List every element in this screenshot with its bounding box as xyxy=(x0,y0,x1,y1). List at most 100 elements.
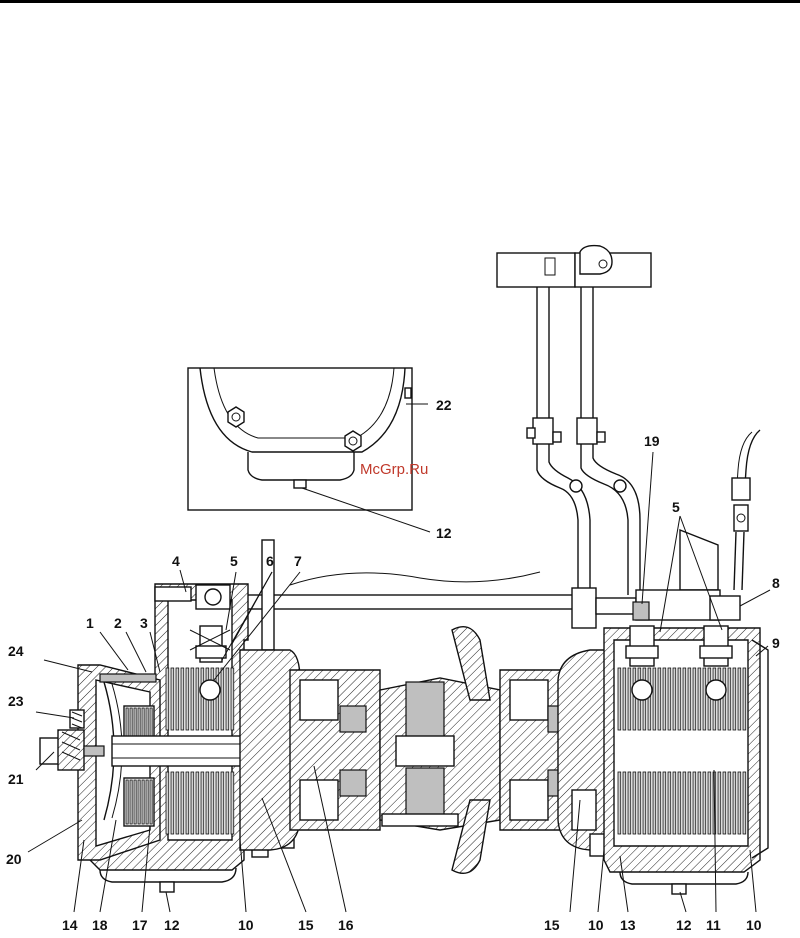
callout-17: 17 xyxy=(132,917,148,933)
differential xyxy=(239,626,613,874)
friction-plate xyxy=(707,771,712,835)
friction-plate xyxy=(129,707,133,739)
callout-8: 8 xyxy=(772,575,780,591)
friction-plate xyxy=(617,667,622,731)
callout-19: 19 xyxy=(644,433,660,449)
friction-plate xyxy=(632,771,637,835)
callout-5a: 5 xyxy=(230,553,238,569)
friction-plate xyxy=(165,667,170,731)
friction-plate xyxy=(702,771,707,835)
callout-1: 1 xyxy=(86,615,94,631)
callout-10a: 10 xyxy=(238,917,254,933)
friction-plate xyxy=(137,707,141,739)
friction-plate xyxy=(133,779,137,825)
friction-plate xyxy=(190,771,195,835)
friction-plate xyxy=(180,771,185,835)
friction-plate xyxy=(672,667,677,731)
friction-plate xyxy=(657,667,662,731)
callout-15a: 15 xyxy=(298,917,314,933)
spring-23 xyxy=(69,709,85,729)
friction-plate xyxy=(180,667,185,731)
callout-20: 20 xyxy=(6,851,22,867)
bolt-head-right xyxy=(344,430,362,452)
friction-plate xyxy=(220,771,225,835)
friction-plate xyxy=(692,667,697,731)
friction-plate xyxy=(687,667,692,731)
friction-plate xyxy=(732,771,737,835)
callout-16: 16 xyxy=(338,917,354,933)
callout-9: 9 xyxy=(772,635,780,651)
friction-plate xyxy=(662,667,667,731)
adjuster-19 xyxy=(632,601,650,621)
top-border xyxy=(0,0,800,3)
friction-plate xyxy=(195,771,200,835)
callout-labels: 1 2 3 4 5 5 6 7 8 9 10 10 10 11 12 12 12… xyxy=(6,397,780,933)
friction-plate xyxy=(672,771,677,835)
friction-plate xyxy=(687,771,692,835)
callout-7: 7 xyxy=(294,553,302,569)
leader-lines xyxy=(27,403,771,913)
friction-plate xyxy=(141,779,145,825)
friction-plate xyxy=(137,779,141,825)
friction-plate xyxy=(185,771,190,835)
ball-right-1 xyxy=(631,679,653,701)
callout-10c: 10 xyxy=(746,917,762,933)
friction-plate xyxy=(190,667,195,731)
callout-14: 14 xyxy=(62,917,78,933)
friction-plate xyxy=(125,779,129,825)
friction-plate xyxy=(652,771,657,835)
friction-plate xyxy=(627,771,632,835)
left-housing xyxy=(39,583,295,893)
callout-2: 2 xyxy=(114,615,122,631)
friction-plate xyxy=(677,667,682,731)
friction-plate xyxy=(677,771,682,835)
friction-plate xyxy=(225,667,230,731)
callout-5b: 5 xyxy=(672,499,680,515)
friction-plate xyxy=(617,771,622,835)
friction-plate xyxy=(742,771,747,835)
cross-shaft xyxy=(231,539,741,651)
inner-disc-pack-left xyxy=(123,705,155,827)
friction-plate xyxy=(727,667,732,731)
friction-plate xyxy=(732,667,737,731)
callout-12c: 12 xyxy=(676,917,692,933)
callout-12b: 12 xyxy=(436,525,452,541)
ball-right-2 xyxy=(705,679,727,701)
friction-plate xyxy=(627,667,632,731)
friction-plate xyxy=(622,667,627,731)
callout-3: 3 xyxy=(140,615,148,631)
pedal-assembly xyxy=(496,244,761,595)
callout-4: 4 xyxy=(172,553,180,569)
friction-plate xyxy=(647,771,652,835)
callout-23: 23 xyxy=(8,693,24,709)
friction-plate xyxy=(697,667,702,731)
friction-plate xyxy=(742,667,747,731)
friction-plate xyxy=(647,667,652,731)
bolt-head-left xyxy=(227,406,245,428)
friction-plate xyxy=(682,667,687,731)
friction-plate xyxy=(642,771,647,835)
friction-plate xyxy=(165,771,170,835)
friction-plate xyxy=(149,779,153,825)
friction-plate xyxy=(682,771,687,835)
callout-10b: 10 xyxy=(588,917,604,933)
friction-plate xyxy=(702,667,707,731)
friction-plate xyxy=(170,667,175,731)
callout-15b: 15 xyxy=(544,917,560,933)
friction-plate xyxy=(225,771,230,835)
friction-plate xyxy=(200,771,205,835)
breather-inset xyxy=(404,387,412,399)
friction-plate xyxy=(220,667,225,731)
friction-plate xyxy=(149,707,153,739)
friction-plate xyxy=(722,771,727,835)
friction-plate xyxy=(200,667,205,731)
friction-plate xyxy=(622,771,627,835)
friction-plate xyxy=(737,771,742,835)
callout-13: 13 xyxy=(620,917,636,933)
friction-plate xyxy=(215,771,220,835)
friction-plate xyxy=(145,707,149,739)
friction-plate xyxy=(185,667,190,731)
drain-plug-inset xyxy=(293,479,307,489)
callout-6: 6 xyxy=(266,553,274,569)
friction-plate xyxy=(215,667,220,731)
